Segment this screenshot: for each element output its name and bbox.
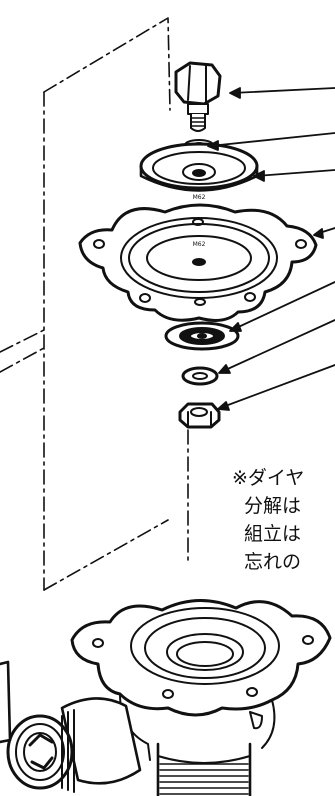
spring-washer [164,321,240,351]
valve-body [6,598,332,796]
membrane-stamp-text: M62 [193,241,206,248]
o-ring [181,366,219,386]
note-line-1: ※ダイヤ [232,467,305,489]
part-stamp-text: M62 [193,194,206,201]
hex-bolt [174,61,222,132]
diaphragm-plate [139,142,259,192]
note-line-4: 忘れの [244,551,302,573]
leader-arrows [207,87,335,411]
diaphragm-membrane [78,203,318,322]
hex-nut [178,402,221,429]
note-line-3: 組立は [244,523,302,545]
assembly-outline [0,17,189,591]
note-line-2: 分解は [244,495,302,517]
left-edge-fragment [0,660,12,744]
